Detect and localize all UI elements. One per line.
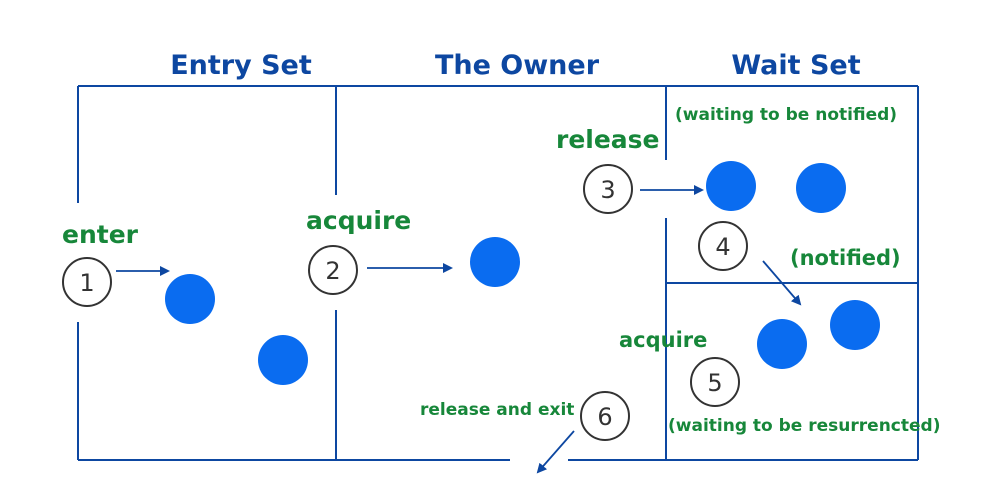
step-circle — [308, 245, 358, 295]
entry-thread-1 — [165, 274, 215, 324]
step-number: 2 — [325, 257, 340, 285]
step-3: 3 — [583, 164, 633, 214]
entry-set-header: Entry Set — [170, 50, 312, 81]
entry-thread-2 — [258, 335, 308, 385]
waiting-thread-1 — [706, 161, 756, 211]
step-circle — [698, 221, 748, 271]
step-5: 5 — [690, 357, 740, 407]
step-circle — [580, 391, 630, 441]
step-1: 1 — [62, 257, 112, 307]
notify-arrow — [762, 260, 802, 306]
step-number: 4 — [715, 233, 730, 261]
waiting-thread-2 — [796, 163, 846, 213]
owner-thread — [470, 237, 520, 287]
step-6: 6 — [580, 391, 630, 441]
wait-set-header: Wait Set — [731, 50, 860, 81]
enter-label: enter — [62, 220, 139, 249]
step-4: 4 — [698, 221, 748, 271]
step-2: 2 — [308, 245, 358, 295]
step-circle — [583, 164, 633, 214]
release-label: release — [556, 125, 660, 154]
owner-header: The Owner — [435, 50, 600, 81]
step-number: 1 — [79, 269, 94, 297]
step-number: 3 — [600, 176, 615, 204]
acquire-owner-label: acquire — [306, 206, 411, 235]
step-circle — [690, 357, 740, 407]
notified-label: (notified) — [790, 246, 901, 270]
step-number: 6 — [597, 403, 612, 431]
exit-arrow — [536, 430, 575, 474]
step-number: 5 — [707, 369, 722, 397]
step-circle — [62, 257, 112, 307]
waiting-notified-label: (waiting to be notified) — [675, 105, 897, 125]
notified-thread-1 — [757, 319, 807, 369]
acquire-wait-label: acquire — [619, 328, 707, 352]
release-exit-label: release and exit — [420, 400, 574, 420]
monitor-walls — [77, 85, 919, 461]
waiting-resurrected-label: (waiting to be resurrencted) — [668, 416, 940, 436]
notified-thread-2 — [830, 300, 880, 350]
